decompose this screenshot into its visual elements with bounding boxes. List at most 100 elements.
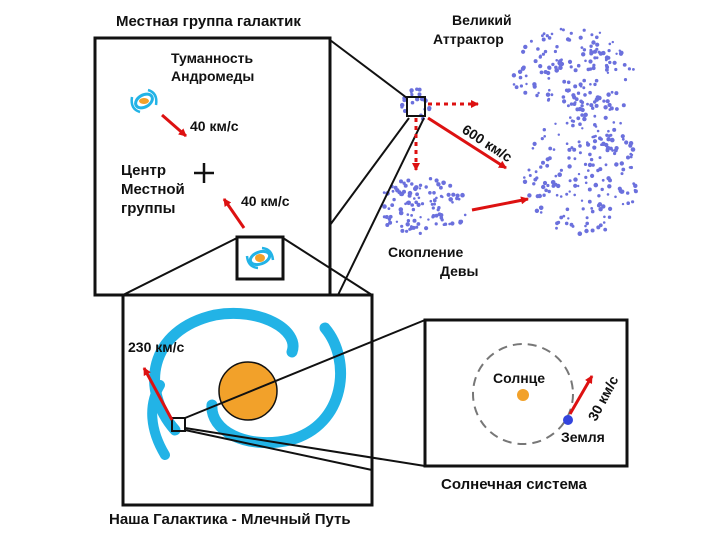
galaxy-dot bbox=[632, 68, 635, 71]
galaxy-dot bbox=[622, 63, 627, 67]
galaxy-dot bbox=[390, 203, 395, 208]
galaxy-dot bbox=[451, 201, 454, 204]
virgo-label-2: Девы bbox=[440, 263, 479, 279]
galaxy-dot bbox=[579, 99, 583, 104]
galaxy-dot bbox=[533, 59, 538, 64]
galaxy-dot bbox=[564, 88, 569, 93]
galaxy-dot bbox=[537, 193, 542, 199]
galaxy-dot bbox=[414, 185, 419, 190]
galaxy-dot bbox=[607, 129, 610, 133]
galaxy-dot bbox=[631, 200, 635, 204]
galaxy-dot bbox=[547, 77, 551, 80]
galaxy-dot bbox=[428, 191, 432, 195]
galaxy-dot bbox=[570, 119, 574, 123]
galaxy-dot bbox=[573, 157, 577, 161]
earth-speed-arrow bbox=[568, 375, 594, 415]
galaxy-dot bbox=[580, 104, 584, 108]
galaxy-dot bbox=[409, 88, 414, 93]
galaxy-dot bbox=[626, 201, 630, 205]
galaxy-dot bbox=[627, 67, 632, 71]
galaxy-dot bbox=[595, 56, 599, 60]
galaxy-dot bbox=[542, 32, 546, 36]
galaxy-dot bbox=[550, 180, 556, 185]
galactic-core bbox=[218, 361, 278, 421]
galaxy-dot bbox=[592, 139, 598, 144]
galaxy-dot bbox=[544, 188, 548, 193]
virgo-label-1: Скопление bbox=[388, 244, 463, 260]
earth-label: Земля bbox=[561, 429, 605, 445]
galaxy-dot bbox=[601, 50, 606, 56]
galaxy-dot bbox=[607, 102, 612, 108]
galaxy-dot bbox=[413, 197, 416, 200]
galaxy-dot bbox=[541, 52, 546, 56]
galaxy-dot bbox=[541, 34, 544, 38]
galaxy-dot bbox=[539, 211, 543, 214]
galaxy-dot bbox=[434, 178, 439, 183]
plus-icon bbox=[194, 163, 214, 183]
galaxy-dot bbox=[612, 127, 617, 132]
galaxy-dot bbox=[598, 207, 603, 212]
galaxy-dot bbox=[523, 44, 528, 50]
galaxy-dot bbox=[524, 74, 528, 78]
galaxy-dot bbox=[559, 168, 564, 172]
galaxy-dot bbox=[615, 52, 618, 55]
galaxy-dot bbox=[416, 202, 421, 207]
galaxy-dot bbox=[424, 226, 429, 231]
galaxy-dot bbox=[554, 174, 558, 178]
galaxy-dot bbox=[545, 92, 551, 97]
galaxy-dot bbox=[567, 217, 570, 220]
galaxy-dot bbox=[429, 199, 433, 203]
galaxy-dot bbox=[630, 147, 636, 152]
center-label-3: группы bbox=[121, 200, 176, 217]
galaxy-dot bbox=[573, 84, 578, 89]
galaxy-dot bbox=[555, 59, 558, 62]
galaxy-dot bbox=[403, 183, 408, 188]
galaxy-dot bbox=[532, 84, 537, 89]
galaxy-dot bbox=[457, 197, 461, 201]
galaxy-dot bbox=[427, 107, 432, 112]
galaxy-dot bbox=[614, 146, 619, 151]
galaxy-dot bbox=[590, 228, 595, 233]
zoom-line bbox=[329, 39, 408, 99]
galaxy-dot bbox=[553, 49, 558, 54]
galaxy-dot bbox=[538, 55, 542, 59]
galaxy-dot bbox=[539, 70, 544, 75]
galaxy-dot bbox=[599, 137, 603, 141]
galaxy-dot bbox=[436, 182, 441, 187]
galaxy-dot bbox=[450, 221, 455, 226]
galaxy-dot bbox=[436, 208, 440, 212]
galaxy-dot bbox=[628, 141, 634, 146]
galaxy-dot bbox=[576, 63, 581, 68]
andromeda-galaxy-icon bbox=[130, 88, 158, 114]
galaxy-dot bbox=[382, 191, 386, 194]
galaxy-dot bbox=[561, 28, 565, 32]
galaxy-dot bbox=[534, 208, 540, 213]
galaxy-dot bbox=[561, 62, 564, 66]
galaxy-dot bbox=[609, 133, 613, 137]
galaxy-dot bbox=[431, 214, 436, 218]
galaxy-dot bbox=[558, 65, 563, 70]
galaxy-dot bbox=[519, 84, 524, 88]
galaxy-dot bbox=[588, 152, 592, 157]
galaxy-dot bbox=[592, 49, 598, 54]
local-group-frame bbox=[93, 36, 332, 297]
milky-way-speed: 230 км/с bbox=[128, 339, 185, 355]
galaxy-dot bbox=[582, 78, 586, 83]
zoom-line bbox=[337, 117, 425, 296]
local-group-marker-box bbox=[406, 96, 426, 117]
galaxy-dot bbox=[581, 207, 585, 211]
galaxy-dot bbox=[562, 99, 567, 104]
galaxy-dot bbox=[542, 128, 546, 132]
galaxy-dot bbox=[593, 182, 599, 188]
galaxy-dot bbox=[604, 142, 609, 148]
galaxy-dot bbox=[529, 39, 533, 43]
zoom-line bbox=[282, 237, 373, 296]
galaxy-dot bbox=[554, 68, 559, 73]
sun-position-marker-box bbox=[171, 417, 186, 432]
zoom-line bbox=[329, 117, 410, 226]
galaxy-dot bbox=[613, 151, 617, 156]
galaxy-dot bbox=[448, 222, 451, 226]
galaxy-dot bbox=[569, 222, 574, 227]
center-label-1: Центр bbox=[121, 162, 166, 179]
galaxy-dot bbox=[606, 193, 610, 196]
